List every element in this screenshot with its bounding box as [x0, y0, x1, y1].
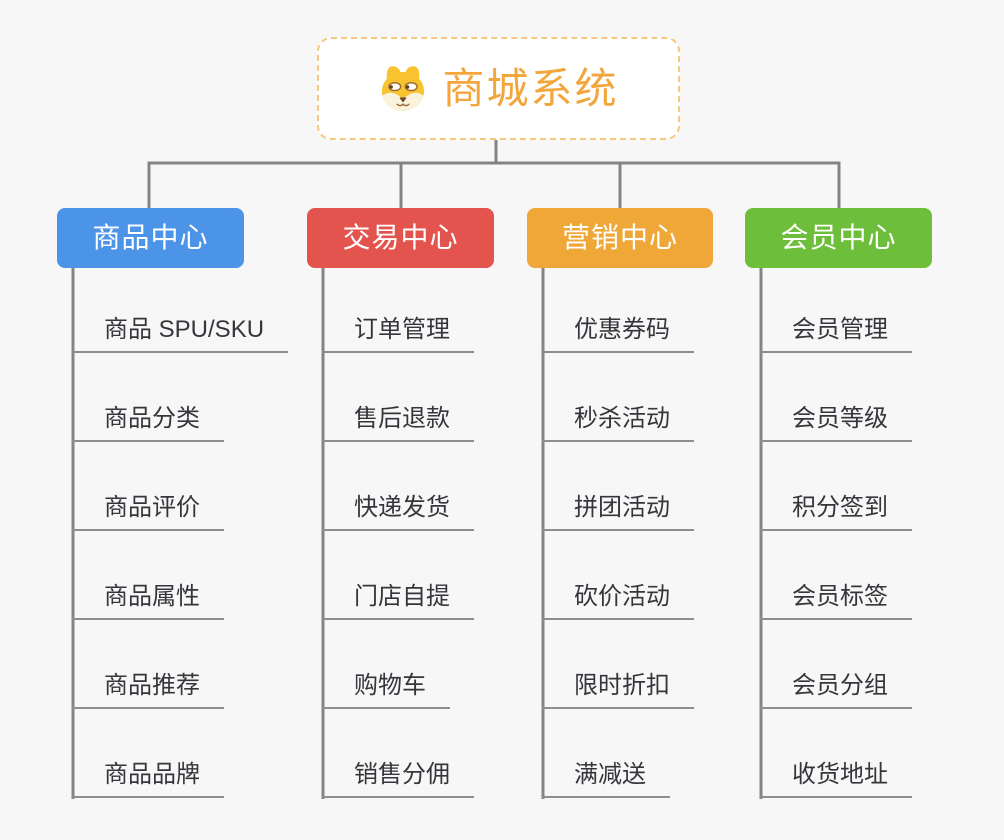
topic-item-marketing-center-2[interactable]: 拼团活动 [542, 491, 694, 531]
topic-item-product-center-2[interactable]: 商品评价 [72, 491, 224, 531]
topic-item-trade-center-3[interactable]: 门店自提 [322, 580, 474, 620]
branch-label: 商品中心 [92, 222, 209, 253]
branch-node-member-center[interactable]: 会员中心 [745, 208, 932, 268]
topic-item-marketing-center-3[interactable]: 砍价活动 [542, 580, 694, 620]
branch-node-product-center[interactable]: 商品中心 [57, 208, 244, 268]
topic-item-member-center-3[interactable]: 会员标签 [760, 580, 912, 620]
topic-item-trade-center-0[interactable]: 订单管理 [322, 313, 474, 353]
topic-item-product-center-0[interactable]: 商品 SPU/SKU [72, 313, 289, 353]
topic-item-member-center-4[interactable]: 会员分组 [760, 669, 912, 709]
branch-label: 营销中心 [561, 222, 678, 253]
topic-item-trade-center-5[interactable]: 销售分佣 [322, 758, 474, 798]
topic-item-product-center-5[interactable]: 商品品牌 [72, 758, 224, 798]
doge-icon [382, 65, 425, 111]
topic-item-product-center-3[interactable]: 商品属性 [72, 580, 224, 620]
topic-item-marketing-center-4[interactable]: 限时折扣 [542, 669, 694, 709]
branch-node-trade-center[interactable]: 交易中心 [307, 208, 494, 268]
topic-item-trade-center-4[interactable]: 购物车 [322, 669, 450, 709]
topic-item-marketing-center-1[interactable]: 秒杀活动 [542, 402, 694, 442]
root-title: 商城系统 [442, 64, 619, 112]
topic-item-member-center-1[interactable]: 会员等级 [760, 402, 912, 442]
topic-item-product-center-4[interactable]: 商品推荐 [72, 669, 224, 709]
topic-item-product-center-1[interactable]: 商品分类 [72, 402, 224, 442]
topic-item-member-center-5[interactable]: 收货地址 [760, 758, 912, 798]
topic-item-marketing-center-5[interactable]: 满减送 [542, 758, 670, 798]
topic-item-trade-center-2[interactable]: 快递发货 [322, 491, 474, 531]
topic-item-member-center-2[interactable]: 积分签到 [760, 491, 912, 531]
root-node[interactable]: 商城系统 [317, 37, 680, 140]
topic-item-member-center-0[interactable]: 会员管理 [760, 313, 912, 353]
branch-node-marketing-center[interactable]: 营销中心 [527, 208, 713, 268]
branch-label: 交易中心 [342, 222, 459, 253]
branch-label: 会员中心 [780, 222, 897, 253]
topic-item-trade-center-1[interactable]: 售后退款 [322, 402, 474, 442]
topic-item-marketing-center-0[interactable]: 优惠券码 [542, 313, 694, 353]
